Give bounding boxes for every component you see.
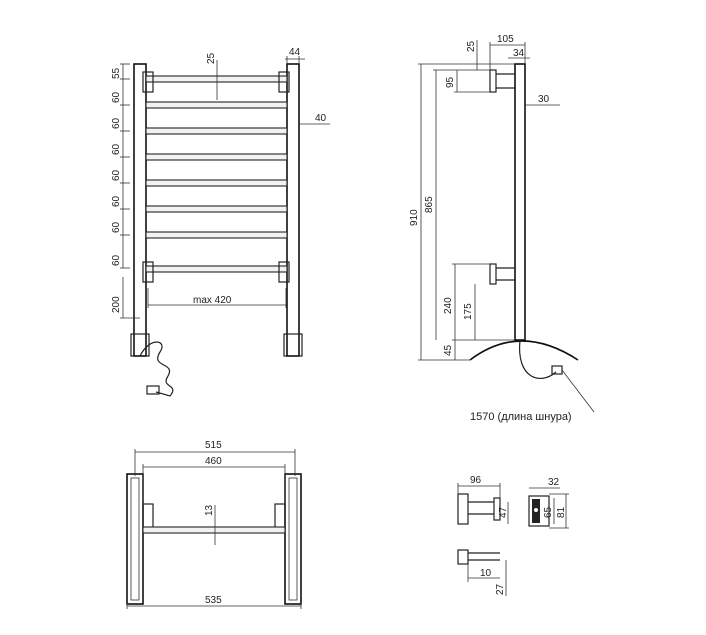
top-right-foot	[284, 473, 302, 605]
detail-bracket-side	[457, 493, 469, 525]
front-dim-44: 44	[289, 47, 301, 58]
bracket-bottom-left	[142, 261, 154, 283]
side-dim-910: 910	[409, 209, 420, 226]
front-view: 55 60 60 60 60 60 60 60 200 max 420 25 4…	[111, 47, 330, 397]
side-cord	[519, 339, 557, 380]
top-dim-535: 535	[205, 595, 222, 606]
side-dim-175: 175	[463, 303, 474, 320]
top-right-bracket	[274, 503, 286, 529]
side-base	[469, 340, 579, 361]
front-dim-60-f: 60	[111, 221, 122, 233]
detail-dim-32: 32	[548, 477, 560, 488]
side-dim-105: 105	[497, 34, 514, 45]
detail-dim-96: 96	[470, 475, 482, 486]
cord-length-label: 1570 (длина шнура)	[470, 411, 572, 423]
bracket-top-left	[142, 71, 154, 93]
front-dim-60-c: 60	[111, 143, 122, 155]
side-dim-95: 95	[445, 76, 456, 88]
side-bracket-bottom	[489, 263, 497, 285]
top-dim-460: 460	[205, 456, 222, 467]
side-dim-34: 34	[513, 48, 525, 59]
front-dim-55: 55	[111, 67, 122, 79]
rails	[145, 75, 288, 273]
side-view: 1570 (длина шнура) 910 865 95 25 105 34 …	[409, 34, 595, 423]
side-dim-45: 45	[443, 344, 454, 356]
front-dim-40: 40	[315, 113, 327, 124]
detail-foot	[457, 549, 469, 565]
power-plug	[146, 385, 160, 395]
bracket-top-right	[278, 71, 290, 93]
front-dim-60-g: 60	[111, 254, 122, 266]
top-view: 515 460 13 535	[126, 440, 302, 609]
detail-dim-81: 81	[556, 506, 567, 518]
top-left-bracket	[142, 503, 154, 529]
detail-view: 96 32 47 65 81 10 27	[457, 475, 569, 596]
side-dim-240: 240	[443, 297, 454, 314]
top-rail	[142, 526, 286, 534]
front-dim-60-d: 60	[111, 169, 122, 181]
right-foot	[283, 333, 303, 357]
left-post	[133, 63, 147, 357]
front-dim-60-e: 60	[111, 195, 122, 207]
front-dim-200: 200	[111, 296, 122, 313]
side-dim-25: 25	[466, 40, 477, 52]
bracket-bottom-right	[278, 261, 290, 283]
top-dim-13: 13	[204, 504, 215, 516]
side-dim-30: 30	[538, 94, 550, 105]
side-post	[514, 63, 526, 341]
side-plug	[551, 365, 563, 375]
front-dim-60-a: 60	[111, 91, 122, 103]
front-dim-25: 25	[206, 52, 217, 64]
detail-dim-27: 27	[495, 583, 506, 595]
top-dim-515: 515	[205, 440, 222, 451]
detail-dim-10: 10	[480, 568, 492, 579]
detail-bracket-front	[528, 495, 550, 527]
top-left-foot	[126, 473, 144, 605]
side-dim-865: 865	[424, 196, 435, 213]
detail-dim-47: 47	[498, 506, 509, 518]
front-dim-60-b: 60	[111, 117, 122, 129]
side-bracket-top	[489, 69, 497, 93]
right-post	[286, 63, 300, 357]
detail-dim-65: 65	[543, 506, 554, 518]
power-cord	[139, 341, 174, 397]
front-dim-max-420: max 420	[193, 295, 232, 306]
